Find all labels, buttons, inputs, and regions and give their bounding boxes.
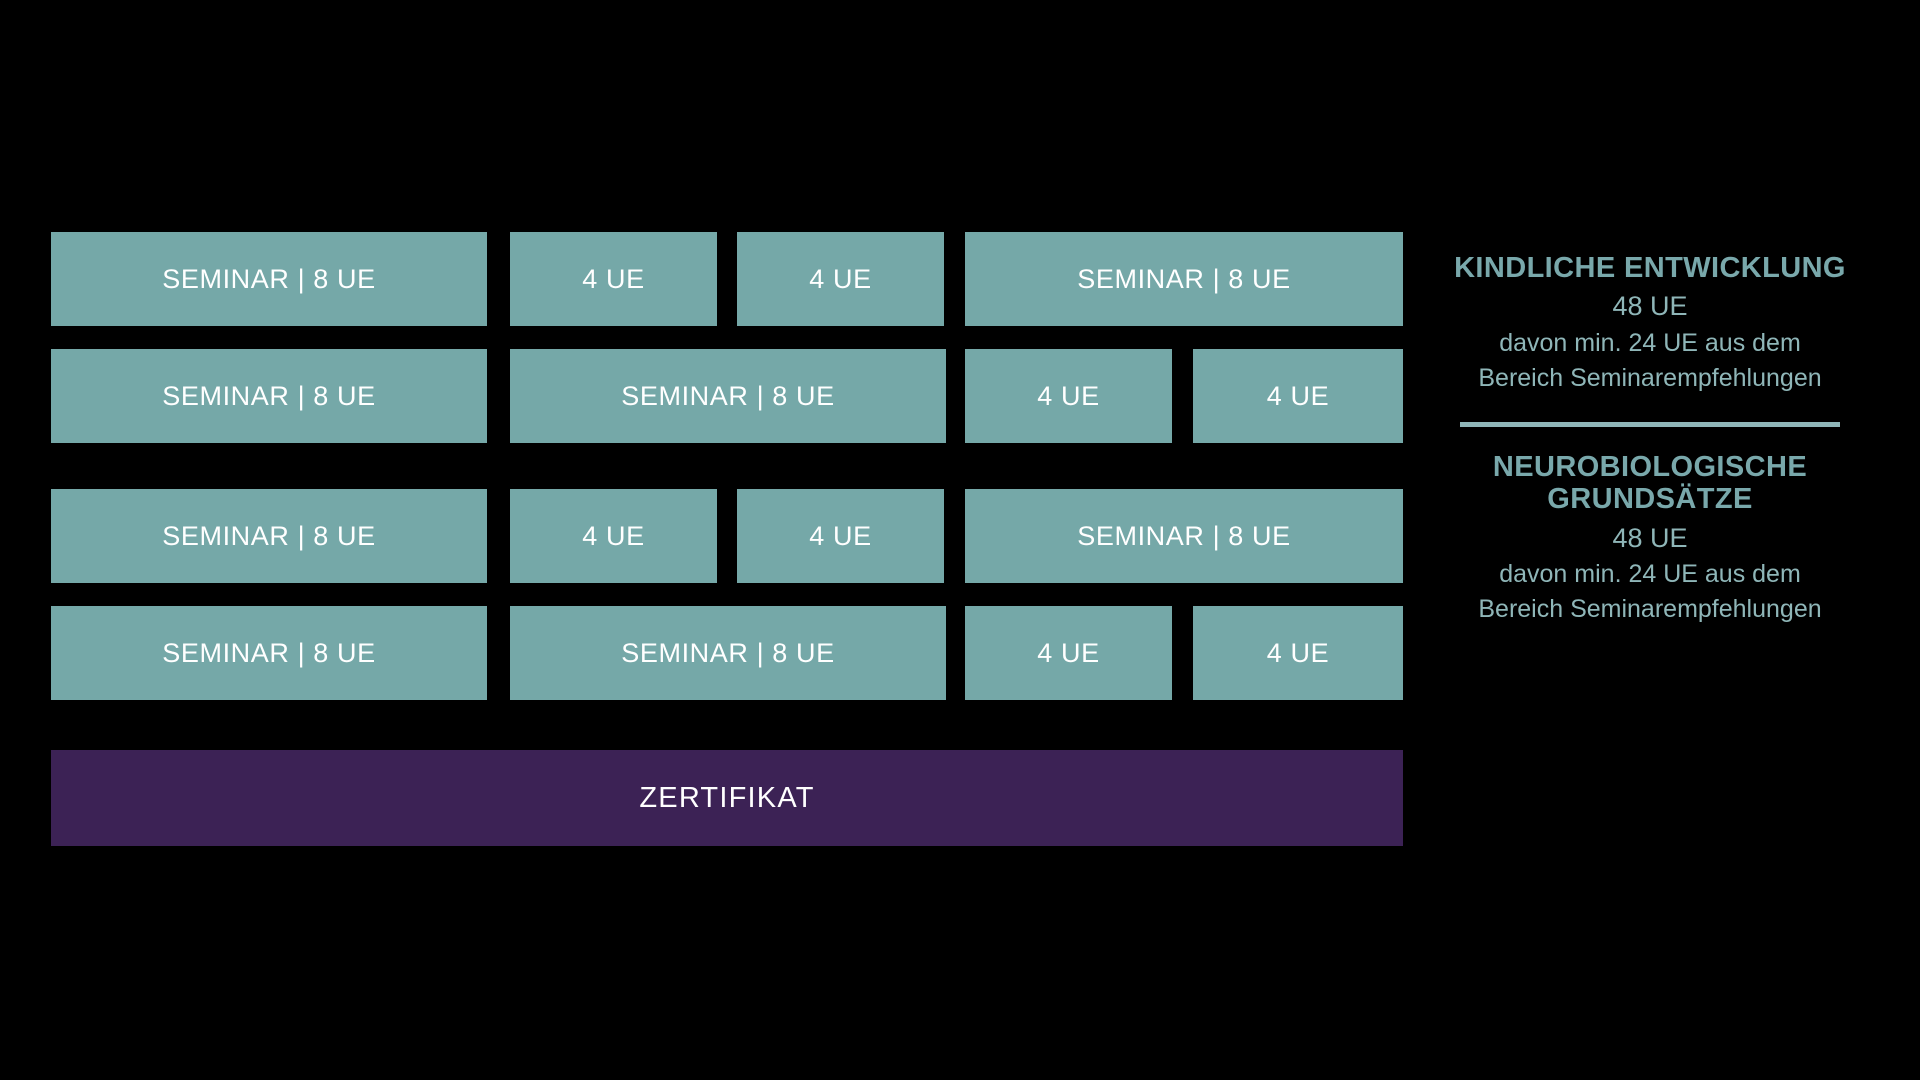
summary-note-line-2: Bereich Seminarempfehlungen (1478, 595, 1822, 624)
module-row: SEMINAR | 8 UE SEMINAR | 8 UE 4 UE 4 UE (51, 606, 1403, 700)
module-box[interactable]: 4 UE (737, 489, 944, 583)
module-box[interactable]: 4 UE (510, 232, 717, 326)
module-box[interactable]: SEMINAR | 8 UE (965, 489, 1403, 583)
module-box[interactable]: SEMINAR | 8 UE (51, 349, 487, 443)
summary-block-kindliche-entwicklung: KINDLICHE ENTWICKLUNG 48 UE davon min. 2… (1430, 252, 1870, 395)
module-box[interactable]: 4 UE (1193, 349, 1403, 443)
module-box[interactable]: 4 UE (737, 232, 944, 326)
module-grid: SEMINAR | 8 UE 4 UE 4 UE SEMINAR | 8 UE … (51, 232, 1403, 846)
summary-title: KINDLICHE ENTWICKLUNG (1454, 252, 1846, 284)
module-box[interactable]: 4 UE (510, 489, 717, 583)
summary-hours: 48 UE (1612, 291, 1688, 322)
summary-divider (1460, 421, 1840, 427)
summary-title-line-2: GRUNDSÄTZE (1547, 483, 1753, 516)
module-box[interactable]: SEMINAR | 8 UE (51, 232, 487, 326)
summary-hours: 48 UE (1612, 522, 1688, 553)
module-box[interactable]: SEMINAR | 8 UE (510, 606, 946, 700)
module-box[interactable]: 4 UE (965, 606, 1172, 700)
module-box[interactable]: SEMINAR | 8 UE (51, 606, 487, 700)
summary-note-line-2: Bereich Seminarempfehlungen (1478, 363, 1822, 392)
summary-panel: KINDLICHE ENTWICKLUNG 48 UE davon min. 2… (1430, 252, 1870, 626)
module-row: SEMINAR | 8 UE 4 UE 4 UE SEMINAR | 8 UE (51, 232, 1403, 326)
certificate-bar[interactable]: ZERTIFIKAT (51, 750, 1403, 846)
module-row: SEMINAR | 8 UE 4 UE 4 UE SEMINAR | 8 UE (51, 489, 1403, 583)
summary-note-line-1: davon min. 24 UE aus dem (1499, 328, 1801, 357)
module-box[interactable]: 4 UE (965, 349, 1172, 443)
module-box[interactable]: SEMINAR | 8 UE (965, 232, 1403, 326)
module-box[interactable]: 4 UE (1193, 606, 1403, 700)
module-box[interactable]: SEMINAR | 8 UE (510, 349, 946, 443)
module-row: SEMINAR | 8 UE SEMINAR | 8 UE 4 UE 4 UE (51, 349, 1403, 443)
summary-note-line-1: davon min. 24 UE aus dem (1499, 560, 1801, 589)
summary-title-line-1: NEUROBIOLOGISCHE (1492, 450, 1808, 483)
module-box[interactable]: SEMINAR | 8 UE (51, 489, 487, 583)
summary-block-neurobiologische-grundsaetze: NEUROBIOLOGISCHE GRUNDSÄTZE 48 UE davon … (1430, 451, 1870, 626)
